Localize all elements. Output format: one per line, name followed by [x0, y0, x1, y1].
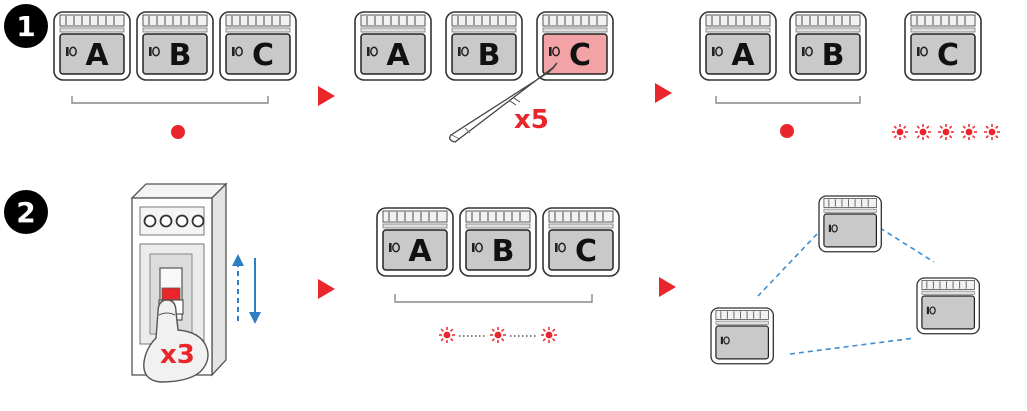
module-c: C	[542, 207, 620, 277]
network-module	[818, 195, 882, 253]
network-links	[757, 227, 935, 355]
switch-count-label: x3	[160, 340, 195, 370]
module-b-label: B	[822, 38, 845, 73]
led-dot-icon	[171, 125, 185, 139]
module-b-label: B	[169, 38, 192, 73]
module-b: B	[459, 207, 537, 277]
network-module	[916, 277, 980, 335]
right-arrow-icon	[318, 86, 335, 106]
blinking-led-icon	[540, 326, 558, 344]
step-2-badge: 2	[4, 190, 48, 234]
module-c-label: C	[937, 38, 959, 73]
module-c-label: C	[569, 38, 591, 73]
blinking-led-icon	[937, 123, 955, 141]
blinking-led-row	[891, 123, 1001, 141]
module-a-label: A	[408, 234, 432, 269]
blinking-led-icon	[960, 123, 978, 141]
module-b: B	[136, 11, 214, 81]
module-c-separated: C	[904, 11, 982, 81]
blinking-led-icon	[891, 123, 909, 141]
module-a-label: A	[85, 38, 109, 73]
module-b-label: B	[478, 38, 501, 73]
group-bracket	[394, 294, 593, 303]
step-1-number: 1	[16, 10, 35, 43]
right-arrow-icon	[659, 277, 676, 297]
group-bracket	[715, 96, 861, 104]
hand-icon	[143, 299, 209, 383]
blinking-led-icon	[438, 326, 456, 344]
step-1-badge: 1	[4, 4, 48, 48]
module-a: A	[53, 11, 131, 81]
module-c-highlighted: C	[536, 11, 614, 81]
group-bracket	[71, 96, 269, 104]
module-c-label: C	[575, 234, 597, 269]
module-a-label: A	[731, 38, 755, 73]
stylus-pen-icon	[449, 62, 558, 143]
blinking-led-icon	[489, 326, 507, 344]
network-module	[710, 307, 774, 365]
module-a: A	[354, 11, 432, 81]
circuit-breaker-icon	[130, 182, 228, 377]
module-b: B	[445, 11, 523, 81]
module-b-label: B	[492, 234, 515, 269]
module-a-label: A	[386, 38, 410, 73]
blinking-led-icon	[914, 123, 932, 141]
synced-blink-row	[438, 326, 558, 344]
module-a: A	[699, 11, 777, 81]
press-count-label: x5	[514, 105, 549, 135]
blinking-led-icon	[983, 123, 1001, 141]
module-c: C	[219, 11, 297, 81]
module-a: A	[376, 207, 454, 277]
right-arrow-icon	[655, 83, 672, 103]
module-c-label: C	[252, 38, 274, 73]
step-2-number: 2	[16, 196, 35, 229]
module-b: B	[789, 11, 867, 81]
led-dot-icon	[780, 124, 794, 138]
toggle-up-down-icon	[232, 254, 261, 324]
right-arrow-icon	[318, 279, 335, 299]
